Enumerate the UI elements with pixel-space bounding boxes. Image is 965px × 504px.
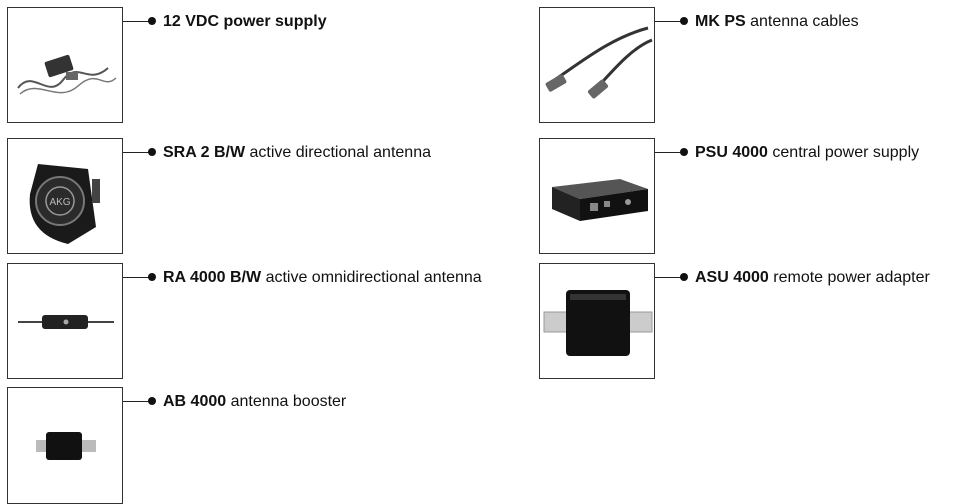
leader-line xyxy=(123,152,151,153)
item-label: RA 4000 B/W active omnidirectional anten… xyxy=(163,267,493,288)
item-name: PSU 4000 xyxy=(695,144,768,161)
bullet-dot xyxy=(680,148,688,156)
leader-line xyxy=(655,277,683,278)
item-label: 12 VDC power supply xyxy=(163,11,493,32)
item-description: central power supply xyxy=(772,144,920,161)
svg-text:AKG: AKG xyxy=(49,197,70,208)
item-name: ASU 4000 xyxy=(695,269,769,286)
item-label: PSU 4000 central power supply xyxy=(695,142,965,163)
item-name: MK PS xyxy=(695,13,746,30)
omnidirectional-antenna-icon xyxy=(7,263,123,379)
item-name: SRA 2 B/W xyxy=(163,144,246,161)
item-name: AB 4000 xyxy=(163,393,227,410)
item-description: remote power adapter xyxy=(773,269,930,286)
item-description: antenna cables xyxy=(750,13,859,30)
bullet-dot xyxy=(148,148,156,156)
power-supply-adapter-icon xyxy=(7,7,123,123)
bullet-dot xyxy=(680,273,688,281)
bullet-dot xyxy=(148,273,156,281)
item-label: MK PS antenna cables xyxy=(695,11,965,32)
bullet-dot xyxy=(148,397,156,405)
leader-line xyxy=(123,21,151,22)
item-label: AB 4000 antenna booster xyxy=(163,391,493,412)
central-power-supply-icon xyxy=(539,138,655,254)
item-description: active omnidirectional antenna xyxy=(265,269,482,286)
item-name: RA 4000 B/W xyxy=(163,269,262,286)
leader-line xyxy=(655,152,683,153)
item-label: SRA 2 B/W active directional antenna xyxy=(163,142,493,163)
leader-line xyxy=(123,277,151,278)
item-name: 12 VDC power supply xyxy=(163,13,327,30)
leader-line xyxy=(123,401,151,402)
directional-antenna-icon: AKG xyxy=(7,138,123,254)
bullet-dot xyxy=(148,17,156,25)
antenna-cables-icon xyxy=(539,7,655,123)
item-description: antenna booster xyxy=(230,393,347,410)
item-label: ASU 4000 remote power adapter xyxy=(695,267,965,288)
antenna-booster-icon xyxy=(7,387,123,504)
item-description: active directional antenna xyxy=(249,144,431,161)
bullet-dot xyxy=(680,17,688,25)
remote-power-adapter-icon xyxy=(539,263,655,379)
leader-line xyxy=(655,21,683,22)
